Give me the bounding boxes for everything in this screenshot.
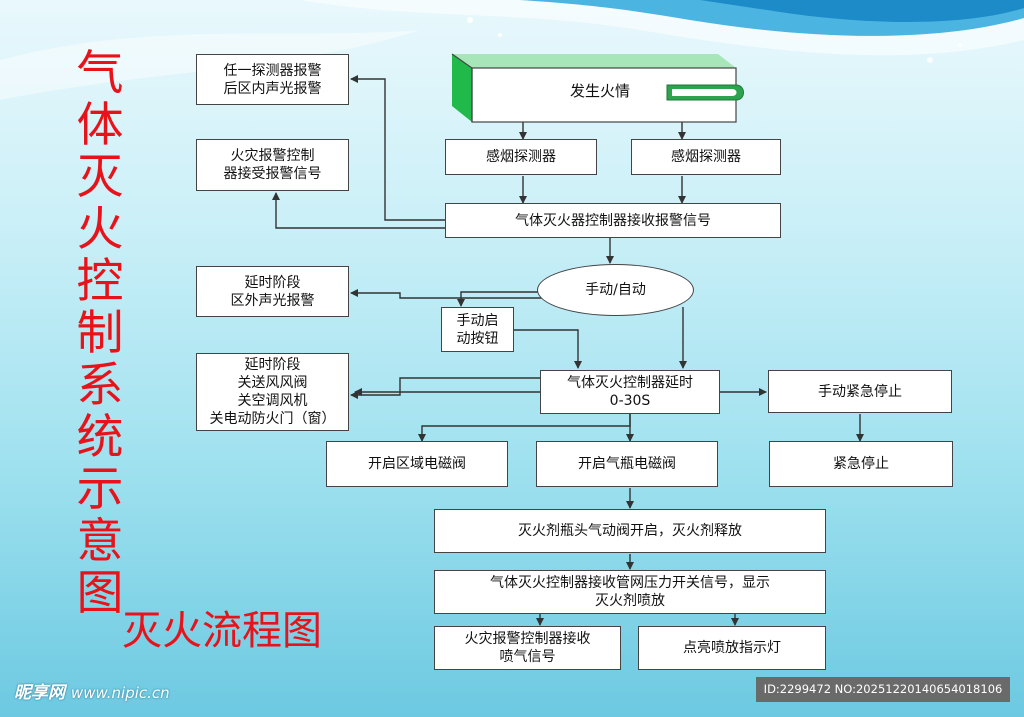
watermark-url: www.nipic.cn	[70, 684, 170, 702]
subtitle: 灭火流程图	[122, 608, 322, 654]
receive-alarm-box: 气体灭火器控制器接收报警信号	[445, 203, 781, 238]
agent-release-box: 灭火剂瓶头气动阀开启，灭火剂释放	[434, 509, 826, 553]
wave-decoration	[0, 0, 1024, 100]
smoke-detector-2: 感烟探测器	[631, 139, 781, 175]
watermark: 昵享网 www.nipic.cn	[14, 678, 170, 703]
spray-indicator-box: 点亮喷放指示灯	[638, 626, 826, 670]
delay-actions-box: 延时阶段 关送风风阀 关空调风机 关电动防火门（窗）	[196, 353, 349, 431]
manual-emergency-stop-box: 手动紧急停止	[768, 370, 952, 413]
emergency-stop-box: 紧急停止	[769, 441, 953, 487]
controller-delay-box: 气体灭火控制器延时 0-30S	[540, 370, 720, 414]
zone-solenoid-valve-box: 开启区域电磁阀	[326, 441, 508, 487]
alarm-rear-box: 任一探测器报警 后区内声光报警	[196, 54, 349, 105]
spray-signal-box: 火灾报警控制器接收 喷气信号	[434, 626, 621, 670]
fire-source-shape	[451, 53, 744, 123]
pressure-switch-signal-box: 气体灭火控制器接收管网压力开关信号，显示 灭火剂喷放	[434, 570, 826, 614]
vertical-title: 气体灭火控制系统示意图	[76, 46, 124, 621]
image-id-bar: ID:2299472 NO:20251220140654018106	[756, 677, 1010, 702]
smoke-detector-1: 感烟探测器	[445, 139, 597, 175]
watermark-brand: 昵享网	[14, 683, 65, 703]
manual-auto-ellipse: 手动/自动	[537, 264, 694, 316]
delay-outside-alarm-box: 延时阶段 区外声光报警	[196, 266, 349, 317]
fire-label: 发生火情	[569, 82, 630, 100]
manual-start-button-box: 手动启 动按钮	[441, 307, 514, 352]
fire-alarm-controller-box: 火灾报警控制 器接受报警信号	[196, 139, 349, 191]
cylinder-solenoid-valve-box: 开启气瓶电磁阀	[536, 441, 718, 487]
